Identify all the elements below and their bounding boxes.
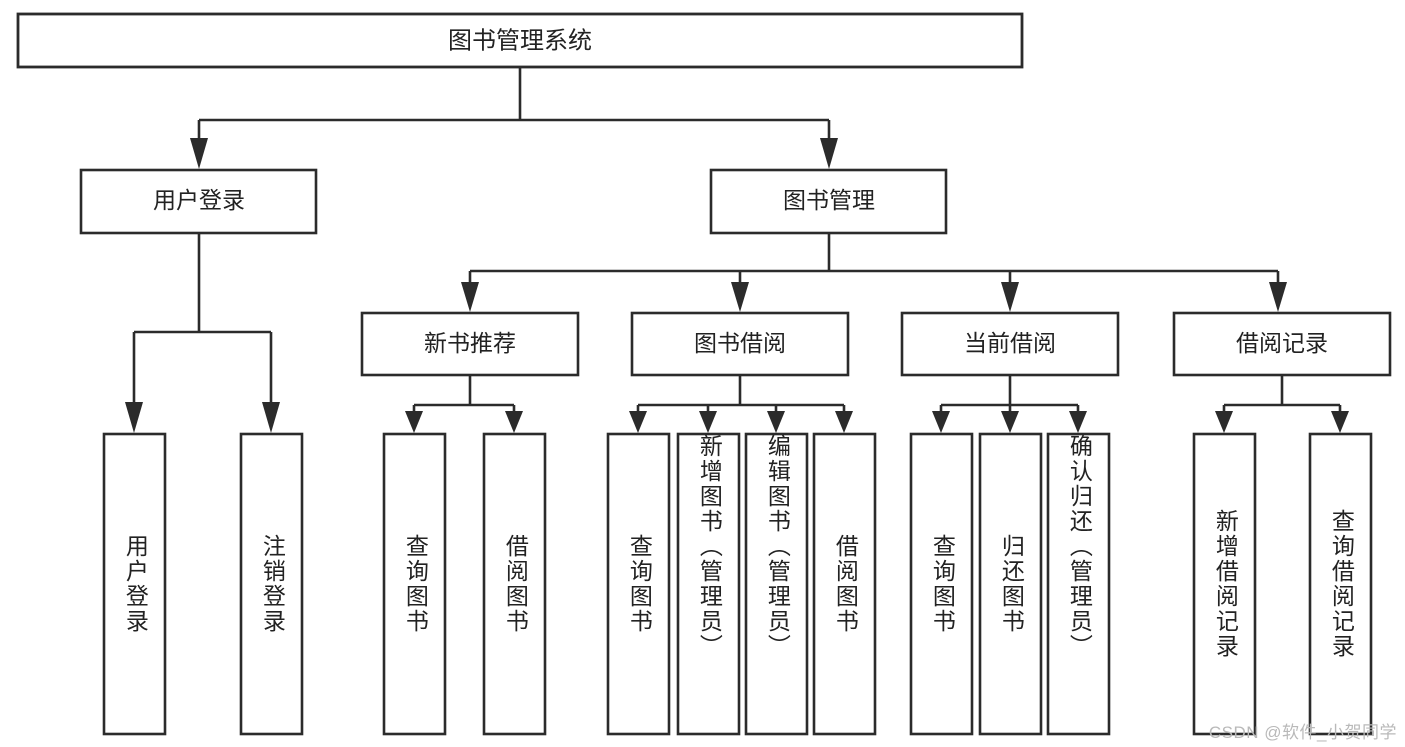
node-current-borrow-box[interactable] — [900, 311, 1120, 377]
arrow-head-user-login — [125, 402, 143, 433]
arrow-head-current — [1001, 282, 1019, 312]
arrow-head-records — [1269, 282, 1287, 312]
leaf-box-add-borrow-record[interactable] — [1192, 432, 1257, 736]
node-book-borrow[interactable]: 图书借阅 — [630, 311, 850, 377]
node-book-management-box[interactable] — [709, 168, 948, 235]
arrow-head-books — [820, 138, 838, 169]
arrow-head-login — [190, 138, 208, 169]
leaf-box-rec-query-book[interactable] — [382, 432, 447, 736]
arrow-head-bor-lend — [835, 411, 853, 433]
leaf-box-cur-return-book[interactable] — [978, 432, 1043, 736]
arrow-head-bor-query — [629, 411, 647, 433]
node-borrow-records[interactable]: 借阅记录 — [1172, 311, 1392, 377]
node-new-book-recommend-box[interactable] — [360, 311, 580, 377]
arrow-head-bor-add — [699, 411, 717, 433]
arrow-head-recommend — [461, 282, 479, 312]
node-borrow-records-label: 借阅记录 — [1236, 330, 1328, 356]
arrow-head-cur-confirm — [1069, 411, 1087, 433]
arrow-head-rec-borrow — [505, 411, 523, 433]
connector-group — [125, 67, 1349, 433]
leaf-box-bor-query-book[interactable] — [606, 432, 671, 736]
arrow-head-cur-query — [932, 411, 950, 433]
arrow-head-borrow — [731, 282, 749, 312]
leaf-box-cur-confirm-return[interactable] — [1046, 432, 1111, 736]
arrow-head-user-logout — [262, 402, 280, 433]
leaf-box-bor-lend-book[interactable] — [812, 432, 877, 736]
node-root-box[interactable] — [16, 12, 1024, 69]
node-borrow-records-box[interactable] — [1172, 311, 1392, 377]
csdn-watermark: CSDN @软件_小贺同学 — [1208, 723, 1397, 742]
arrow-head-bor-edit — [767, 411, 785, 433]
arrow-head-rec-add — [1215, 411, 1233, 433]
leaf-box-bor-add-book[interactable] — [676, 432, 741, 736]
node-user-login[interactable]: 用户登录 — [79, 168, 318, 235]
arrow-head-rec-query — [405, 411, 423, 433]
leaf-box-user-login[interactable] — [102, 432, 167, 736]
node-book-management-label: 图书管理 — [783, 187, 875, 213]
arrow-head-rec-search — [1331, 411, 1349, 433]
leaf-box-bor-edit-book[interactable] — [744, 432, 809, 736]
node-current-borrow[interactable]: 当前借阅 — [900, 311, 1120, 377]
node-root-label: 图书管理系统 — [448, 27, 592, 54]
node-user-login-box[interactable] — [79, 168, 318, 235]
node-book-management[interactable]: 图书管理 — [709, 168, 948, 235]
node-root[interactable]: 图书管理系统 — [16, 12, 1024, 69]
leaf-box-query-borrow-record[interactable] — [1308, 432, 1373, 736]
leaf-box-cur-query-book[interactable] — [909, 432, 974, 736]
leaf-box-user-logout[interactable] — [239, 432, 304, 736]
node-book-borrow-box[interactable] — [630, 311, 850, 377]
leaf-box-group — [102, 432, 1373, 736]
node-book-borrow-label: 图书借阅 — [694, 330, 786, 356]
node-user-login-label: 用户登录 — [153, 187, 245, 213]
arrow-head-cur-return — [1001, 411, 1019, 433]
node-current-borrow-label: 当前借阅 — [964, 330, 1056, 356]
node-new-book-recommend[interactable]: 新书推荐 — [360, 311, 580, 377]
node-new-book-recommend-label: 新书推荐 — [424, 330, 516, 356]
leaf-box-rec-borrow-book[interactable] — [482, 432, 547, 736]
